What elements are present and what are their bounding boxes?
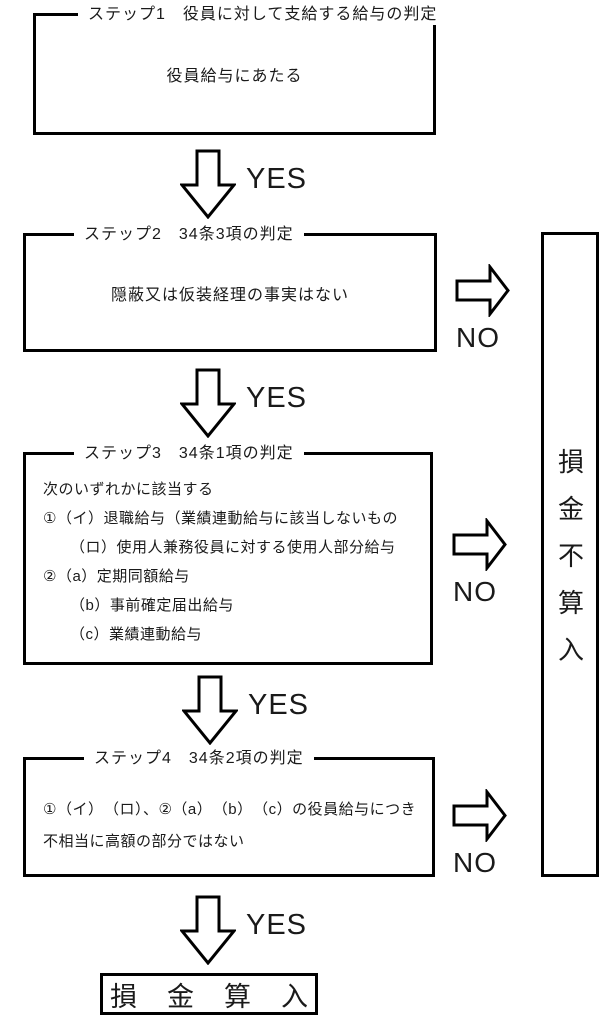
no-arrow-1: NO <box>455 264 515 359</box>
step3-line: ②（a）定期同額給与 <box>43 568 190 585</box>
yes-label: YES <box>246 909 308 941</box>
step1-box: ステップ1 役員に対して支給する給与の判定 役員給与にあたる <box>33 4 448 135</box>
deductible-label: 損金算入 <box>110 981 338 1012</box>
yes-label: YES <box>248 689 310 721</box>
step3-line: （b）事前確定届出給与 <box>70 597 234 614</box>
yes-label: YES <box>246 382 308 414</box>
down-arrow-icon <box>182 675 238 745</box>
not-deductible-box: 損金不算入 <box>541 232 599 877</box>
step2-title: ステップ2 34条3項の判定 <box>74 224 304 245</box>
step3-title: ステップ3 34条1項の判定 <box>74 443 304 464</box>
yes-arrow-4: YES <box>180 895 310 967</box>
step3-line: （c）業績連動給与 <box>70 626 203 643</box>
yes-arrow-3: YES <box>182 675 312 747</box>
no-label: NO <box>453 576 497 607</box>
down-arrow-icon <box>180 895 236 965</box>
no-label: NO <box>453 847 497 878</box>
step1-title: ステップ1 役員に対して支給する給与の判定 <box>78 4 448 25</box>
step4-line: 不相当に高額の部分ではない <box>43 833 245 850</box>
step4-body: ①（イ） （ロ）、②（a） （b） （c）の役員給与につき 不相当に高額の部分で… <box>43 794 424 858</box>
yes-label: YES <box>246 163 308 195</box>
step1-body: 役員給与にあたる <box>166 68 303 85</box>
step4-line: ①（イ） （ロ）、②（a） （b） （c）の役員給与につき <box>43 801 417 818</box>
yes-arrow-2: YES <box>180 368 310 440</box>
step2-body: 隠蔽又は仮装経理の事実はない <box>110 286 349 304</box>
down-arrow-icon <box>180 368 236 438</box>
no-arrow-2: NO <box>452 518 512 613</box>
step4-box: ステップ4 34条2項の判定 ①（イ） （ロ）、②（a） （b） （c）の役員給… <box>23 748 435 877</box>
step3-body: 次のいずれかに該当する ①（イ）退職給与（業績連動給与に該当しないもの （ロ）使… <box>43 475 422 649</box>
step3-line: ①（イ）退職給与（業績連動給与に該当しないもの <box>43 510 398 527</box>
step4-title: ステップ4 34条2項の判定 <box>84 748 314 769</box>
no-arrow-3: NO <box>452 789 512 884</box>
yes-arrow-1: YES <box>180 149 310 221</box>
step3-box: ステップ3 34条1項の判定 次のいずれかに該当する ①（イ）退職給与（業績連動… <box>23 443 433 665</box>
right-arrow-icon <box>452 518 507 571</box>
step3-line: 次のいずれかに該当する <box>43 481 214 498</box>
step2-box: ステップ2 34条3項の判定 隠蔽又は仮装経理の事実はない <box>23 224 437 352</box>
no-label: NO <box>456 322 500 353</box>
not-deductible-label: 損金不算入 <box>554 447 585 683</box>
right-arrow-icon <box>452 789 507 842</box>
deductible-box: 損金算入 <box>100 973 318 1015</box>
step3-line: （ロ）使用人兼務役員に対する使用人部分給与 <box>70 539 396 556</box>
right-arrow-icon <box>455 264 510 317</box>
down-arrow-icon <box>180 149 236 219</box>
